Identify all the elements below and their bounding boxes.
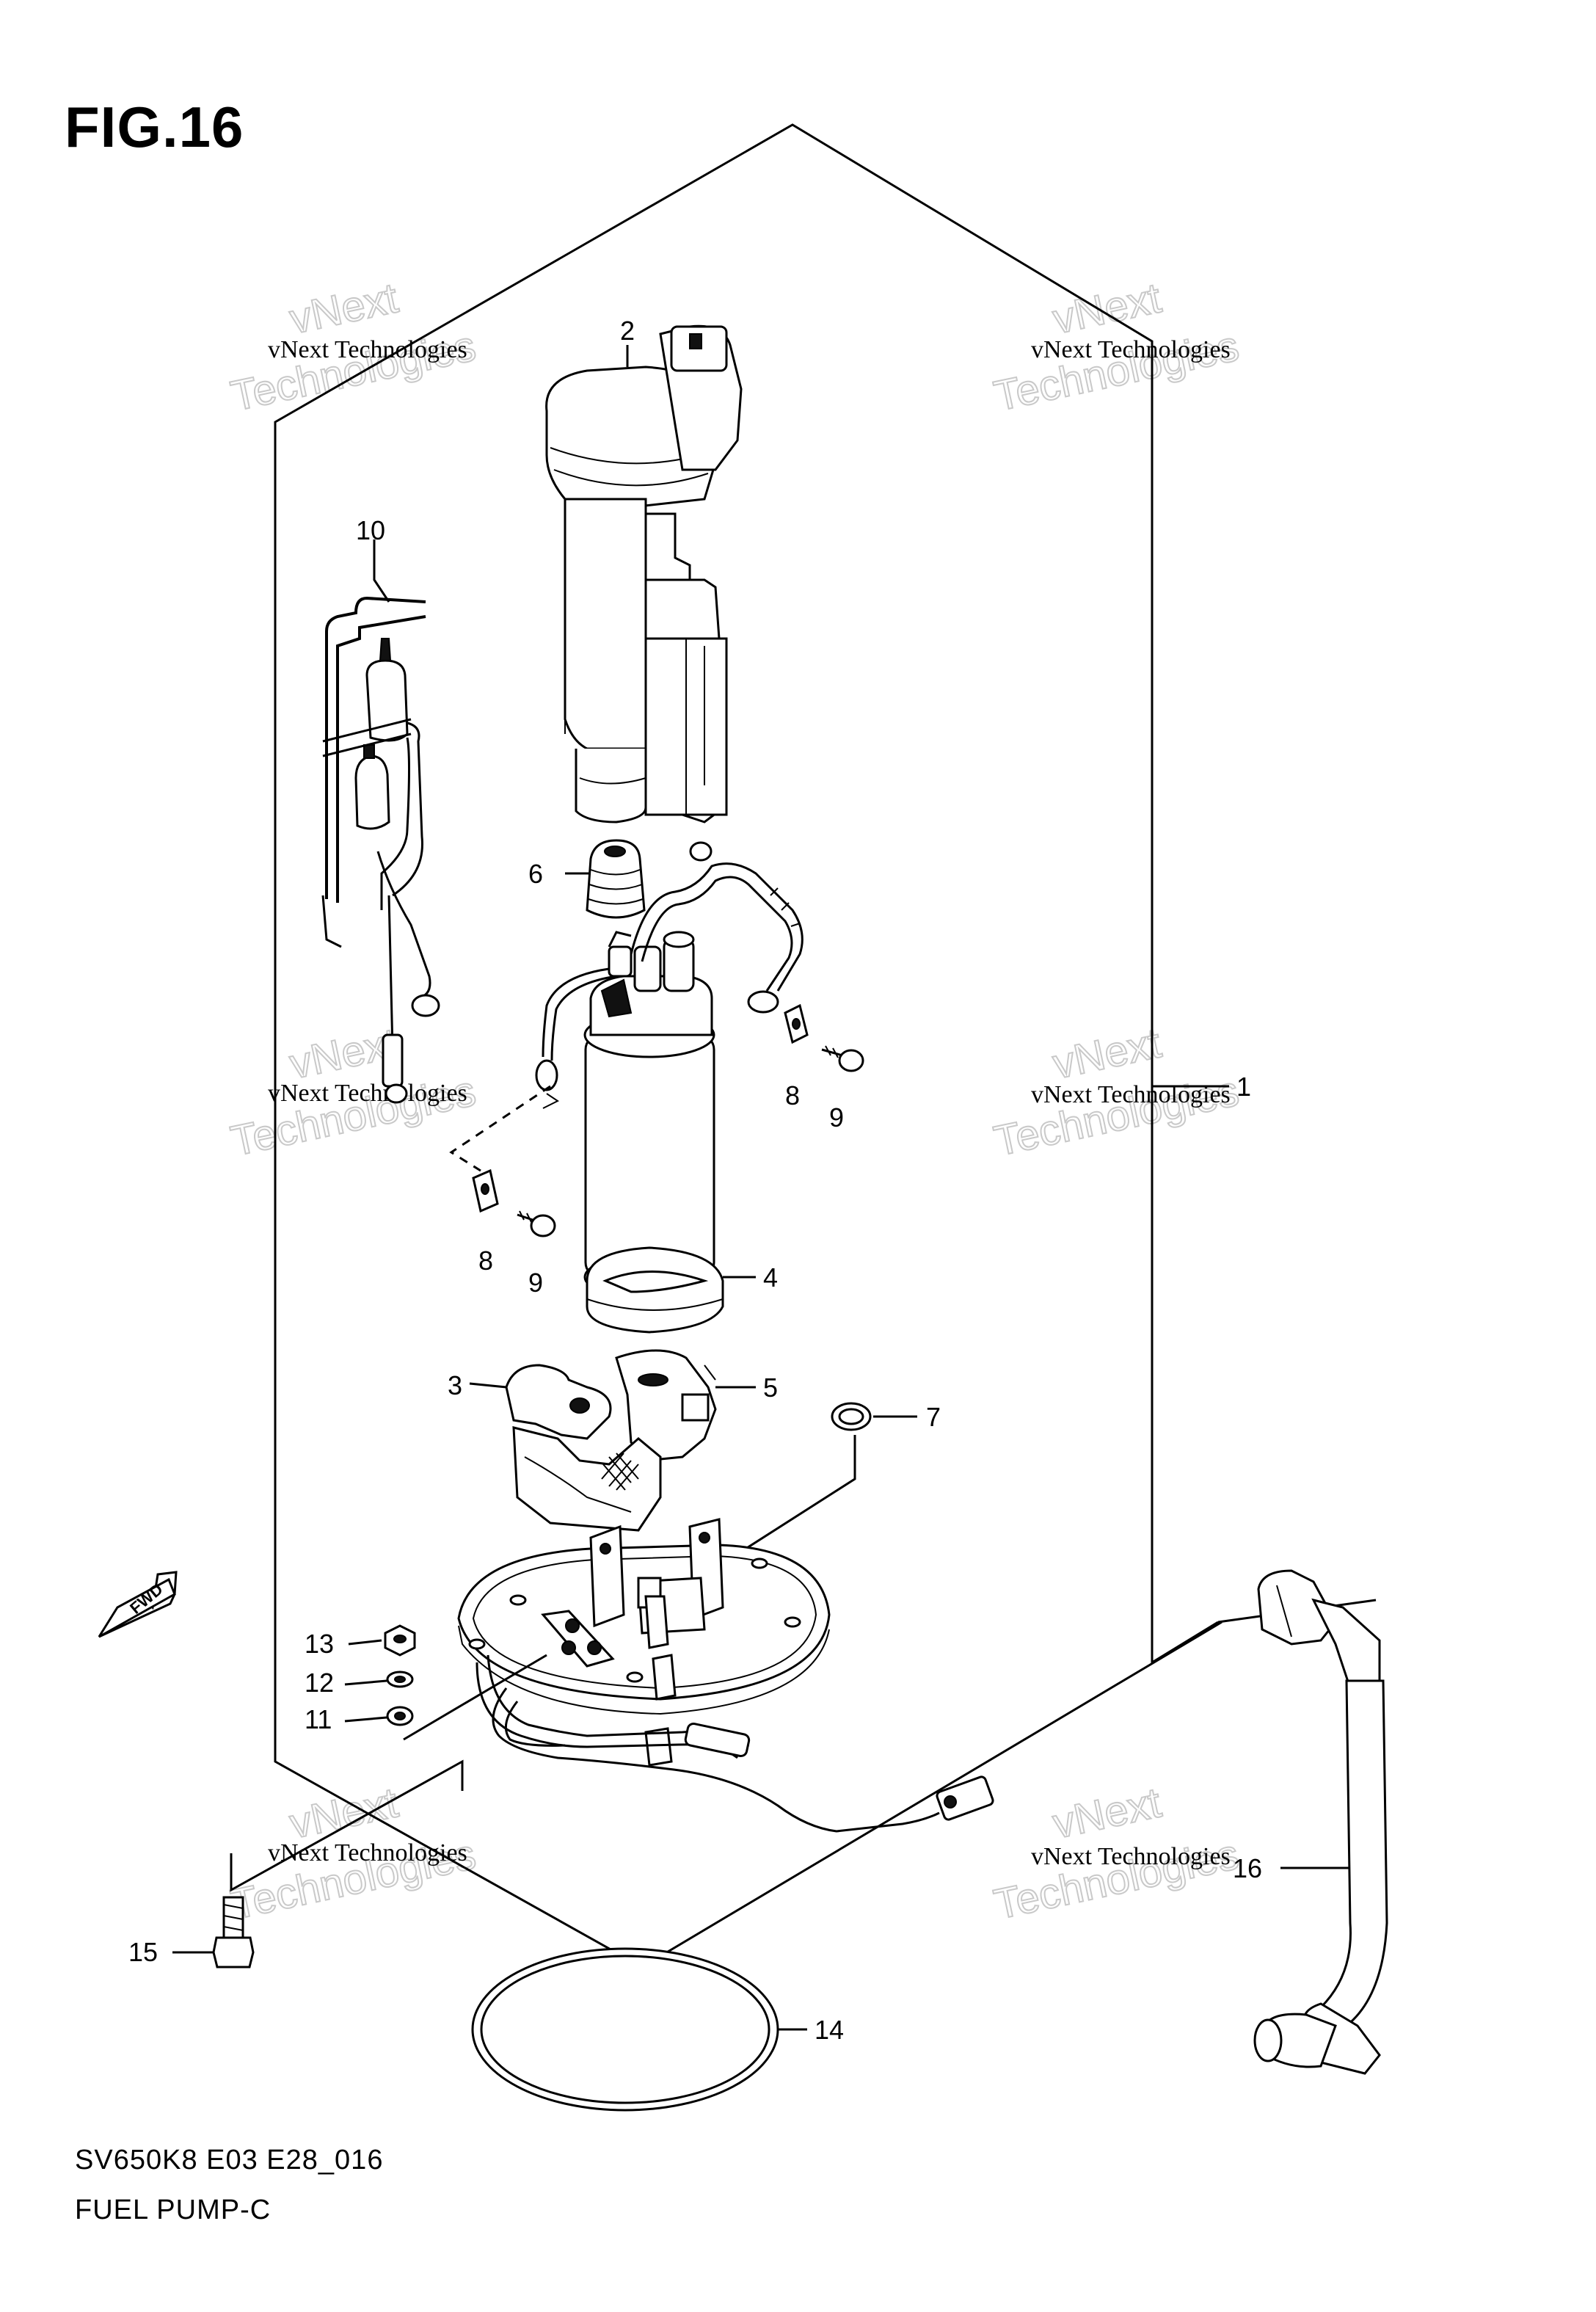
pump-wiring xyxy=(535,862,804,1109)
part-2-pump-housing xyxy=(545,324,743,862)
svg-text:vNext: vNext xyxy=(285,1778,402,1847)
part-3-holder xyxy=(505,1364,662,1532)
callout-4: 4 xyxy=(763,1262,778,1293)
svg-text:vNext: vNext xyxy=(1049,1778,1165,1847)
callout-5: 5 xyxy=(763,1373,778,1403)
part-9-screw-upper xyxy=(821,1045,864,1072)
leader-7-guide xyxy=(722,1435,856,1565)
part-9-screw-lower xyxy=(517,1210,556,1237)
svg-text:vNext Technologies: vNext Technologies xyxy=(268,1839,467,1866)
figure-title: FIG.16 xyxy=(65,95,244,159)
dashed-link-9 xyxy=(449,1085,551,1172)
watermark-mid-right: Technologies vNext vNext Technologies xyxy=(989,1018,1244,1166)
part-10-level-sender xyxy=(321,596,440,1104)
part-8-clip-upper xyxy=(784,1003,809,1044)
watermark-mid-left: Technologies vNext vNext Technologies xyxy=(226,1018,481,1166)
svg-text:vNext: vNext xyxy=(1049,1019,1165,1088)
svg-text:vNext Technologies: vNext Technologies xyxy=(1031,1843,1231,1870)
callout-13: 13 xyxy=(305,1629,334,1659)
svg-text:vNext Technologies: vNext Technologies xyxy=(268,1080,467,1107)
callout-1: 1 xyxy=(1236,1072,1251,1102)
callout-9-lower: 9 xyxy=(528,1268,543,1298)
callout-3: 3 xyxy=(448,1370,462,1400)
callout-10: 10 xyxy=(356,515,385,545)
part-harness xyxy=(475,1654,994,1833)
watermark-bottom-right: Technologies vNext vNext Technologies xyxy=(989,1778,1244,1929)
leader-11-guide xyxy=(403,1654,547,1741)
mesh-filter-icon xyxy=(601,1453,639,1491)
callout-8-upper: 8 xyxy=(785,1080,800,1110)
fwd-arrow-icon: FWD xyxy=(98,1571,178,1638)
svg-text:vNext Technologies: vNext Technologies xyxy=(268,336,467,363)
svg-text:vNext: vNext xyxy=(1049,274,1165,343)
part-8-clip-lower xyxy=(472,1168,499,1213)
watermark-top-left: Technologies vNext vNext Technologies xyxy=(226,273,481,421)
callout-12: 12 xyxy=(305,1668,334,1698)
boundary-step xyxy=(1151,1621,1219,1664)
callout-11: 11 xyxy=(305,1704,332,1734)
callout-8-lower: 8 xyxy=(478,1246,493,1276)
callout-15: 15 xyxy=(128,1937,158,1967)
leader-lines xyxy=(172,345,1350,2031)
part-11-washer xyxy=(386,1706,414,1726)
part-14-gasket xyxy=(471,1947,779,2112)
part-13-nut xyxy=(384,1624,416,1657)
callout-9-upper: 9 xyxy=(829,1102,844,1133)
part-4-cushion xyxy=(586,1246,724,1334)
svg-text:vNext: vNext xyxy=(285,274,402,343)
callout-16: 16 xyxy=(1233,1853,1262,1883)
svg-text:vNext Technologies: vNext Technologies xyxy=(1031,336,1231,363)
part-5-bracket xyxy=(615,1349,717,1462)
model-code: SV650K8 E03 E28_016 xyxy=(75,2145,384,2175)
callout-6: 6 xyxy=(528,859,543,889)
part-12-washer xyxy=(386,1671,414,1688)
part-7-oring-small xyxy=(831,1402,872,1431)
watermark-top-right: Technologies vNext vNext Technologies xyxy=(989,273,1244,421)
part-16-fuel-hose xyxy=(1217,1569,1388,2075)
callout-14: 14 xyxy=(815,2015,844,2045)
part-15-bolt xyxy=(212,1759,464,1969)
callout-2: 2 xyxy=(620,316,635,346)
callout-7: 7 xyxy=(926,1402,941,1432)
part-base-plate xyxy=(457,1518,831,1767)
part-6-filter-cap xyxy=(586,839,646,919)
section-name: FUEL PUMP-C xyxy=(75,2195,272,2225)
